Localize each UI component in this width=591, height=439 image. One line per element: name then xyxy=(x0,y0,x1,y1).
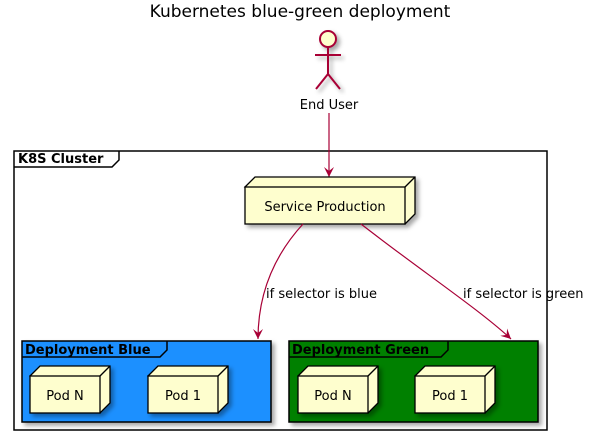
end-user-actor xyxy=(315,30,341,90)
blue-pod-n-node xyxy=(28,365,111,414)
blue-pod-n-label: Pod N xyxy=(46,389,83,404)
k8s-cluster-frame: K8S Cluster xyxy=(13,150,548,431)
cluster-label: K8S Cluster xyxy=(18,152,104,167)
service-production-node xyxy=(243,176,416,225)
service-to-green-arrow xyxy=(360,223,512,340)
diagram-title: Kubernetes blue-green deployment xyxy=(150,2,451,22)
deployment-blue-label: Deployment Blue xyxy=(25,343,151,358)
blue-pod-1-node xyxy=(146,365,229,414)
service-to-blue-arrow xyxy=(253,223,304,340)
actor-head-icon xyxy=(319,30,337,48)
deployment-green-label: Deployment Green xyxy=(292,343,429,358)
green-pod-1-label: Pod 1 xyxy=(432,389,468,404)
green-pod-1-node xyxy=(413,365,496,414)
actor-label: End User xyxy=(300,98,359,113)
green-pod-n-node xyxy=(296,365,379,414)
edge-label-blue: if selector is blue xyxy=(266,287,377,302)
green-pod-n-label: Pod N xyxy=(314,389,351,404)
edge-label-green: if selector is green xyxy=(463,287,583,302)
service-label: Service Production xyxy=(264,200,385,215)
blue-pod-1-label: Pod 1 xyxy=(165,389,201,404)
